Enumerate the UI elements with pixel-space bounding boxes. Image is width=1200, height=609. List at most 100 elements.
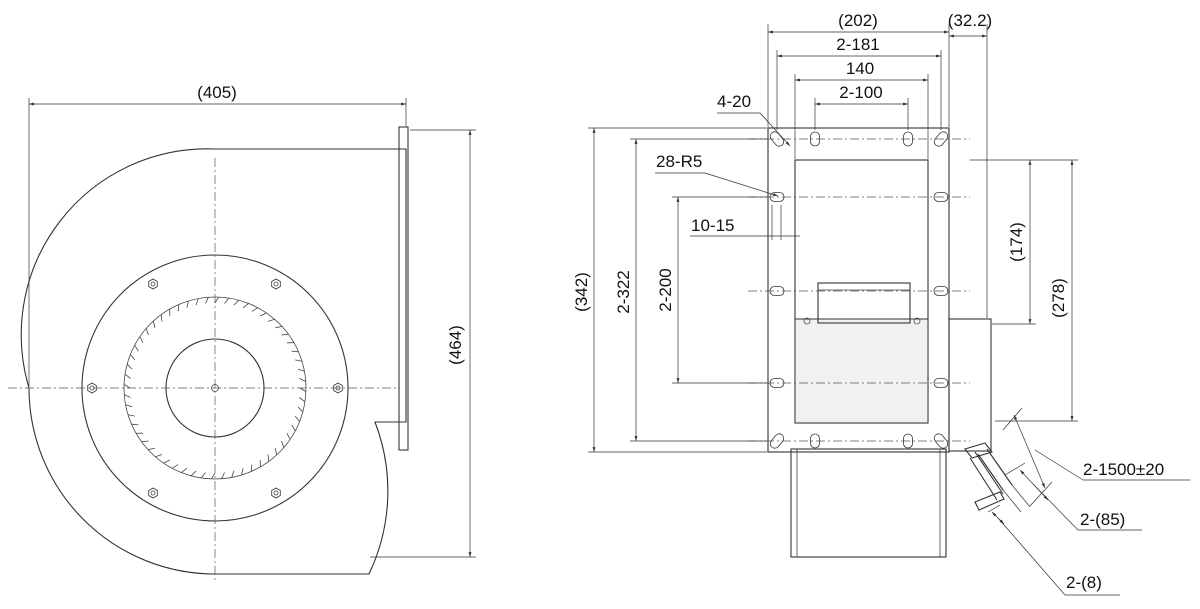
dim-342-label: (342): [572, 272, 591, 312]
bolt-hex: [148, 278, 158, 290]
cable-length-dim: [1013, 414, 1046, 489]
impeller-blade: [152, 321, 156, 328]
impeller-blade: [275, 325, 282, 329]
motor-top: [817, 282, 911, 324]
impeller-blade: [233, 299, 240, 306]
slot-label: 4-20: [717, 92, 751, 111]
end-length-leader: [997, 517, 1066, 596]
cable-2: [969, 451, 1004, 501]
mounting-bolts: [87, 278, 343, 499]
motor-shadow: [794, 318, 929, 424]
impeller-blade: [155, 454, 163, 458]
bolt-hex: [148, 487, 158, 499]
mounting-flange: [767, 127, 950, 453]
impeller-blade: [148, 447, 155, 451]
front-height-label: (464): [446, 325, 465, 365]
slot-width-label: 10-15: [691, 216, 734, 235]
outlet-flange: [398, 126, 409, 451]
bolt-hex: [271, 278, 281, 290]
dim-202-label: (202): [838, 11, 878, 30]
impeller-blade: [186, 300, 189, 308]
volute-housing: [20, 148, 407, 575]
impeller-blade: [295, 359, 303, 362]
impeller-blade: [231, 470, 235, 478]
impeller-blade: [124, 373, 131, 379]
motor-screw-left: [803, 317, 811, 325]
bolt-center: [150, 490, 156, 496]
impeller-blade: [200, 472, 206, 479]
slot-leader-arrow: [759, 112, 791, 147]
impeller-blade: [260, 312, 267, 317]
impeller-blade: [242, 303, 249, 309]
impeller-blade: [274, 448, 278, 455]
impeller-blade: [195, 298, 199, 306]
dim-322-label: 2-322: [614, 270, 633, 313]
dim-174-label: (174): [1007, 222, 1026, 262]
impeller-blade: [281, 440, 285, 448]
impeller-blade: [205, 297, 209, 304]
impeller-blade: [221, 472, 225, 479]
side-housing: [948, 318, 992, 452]
impeller-blade: [124, 394, 131, 398]
end-length-label: 2-(8): [1066, 573, 1102, 592]
cable-dim-ext-2: [1029, 481, 1053, 507]
impeller-blade: [299, 378, 306, 382]
side-view: (202) (32.2) 2-181 140 2-100 4-20 28-R5 …: [572, 11, 1190, 596]
strip-dim-ext-1: [1004, 462, 1026, 476]
impeller-blade: [291, 424, 296, 431]
impeller-blade: [126, 363, 133, 370]
impeller-blade: [190, 470, 197, 477]
impeller-blade: [291, 350, 299, 353]
front-view: (405) (464): [8, 83, 476, 580]
impeller-blade: [127, 414, 135, 417]
impeller-blade: [241, 468, 244, 476]
end-dim-ext-1: [987, 504, 1001, 513]
impeller-blade: [214, 296, 219, 304]
impeller-blade: [145, 328, 149, 336]
motor-screw-right: [913, 317, 921, 325]
impeller-blade: [160, 314, 163, 322]
impeller-blade: [251, 307, 258, 312]
dim-278-label: (278): [1049, 278, 1068, 318]
cable-terminal: [974, 491, 1005, 511]
bolt-hex: [87, 382, 97, 394]
motor-body: [790, 448, 947, 558]
impeller-blade: [267, 318, 275, 322]
impeller-blade: [286, 433, 291, 440]
impeller-blade: [181, 467, 188, 473]
impeller-blade: [211, 472, 216, 480]
impeller-blade: [294, 415, 300, 422]
impeller-blade: [267, 454, 270, 462]
impeller-blade: [163, 459, 170, 464]
front-width-label: (405): [197, 83, 237, 102]
cable-dim-ext-1: [1002, 407, 1023, 431]
impeller-blade: [141, 440, 149, 443]
hole-center-lines: [748, 138, 970, 442]
impeller-blade: [224, 297, 230, 304]
impeller-blade: [299, 397, 306, 403]
impeller-blade: [131, 423, 139, 426]
bolt-hex: [271, 487, 281, 499]
cable-1: [977, 448, 1013, 491]
cable-end-1: [1002, 484, 1031, 513]
dim-100-label: 2-100: [839, 83, 882, 102]
bolt-center: [150, 281, 156, 287]
dim-32-label: (32.2): [948, 11, 992, 30]
cable-length-leader: [1034, 449, 1084, 481]
impeller-blades: [123, 296, 307, 480]
impeller-blade: [250, 464, 253, 472]
impeller-blade: [139, 336, 144, 343]
impeller-blade: [125, 404, 133, 408]
strip-length-label: 2-(85): [1080, 510, 1125, 529]
strip-length-leader: [1033, 484, 1079, 531]
cable-gland: [964, 442, 993, 459]
impeller-blade: [297, 368, 305, 372]
dim-200-label: 2-200: [656, 268, 675, 311]
impeller-blade: [297, 406, 304, 413]
bolt-center: [273, 490, 279, 496]
impeller-blade: [299, 387, 307, 392]
impeller-blade: [281, 333, 289, 336]
impeller-blade: [172, 464, 179, 469]
radius-label: 28-R5: [656, 152, 702, 171]
